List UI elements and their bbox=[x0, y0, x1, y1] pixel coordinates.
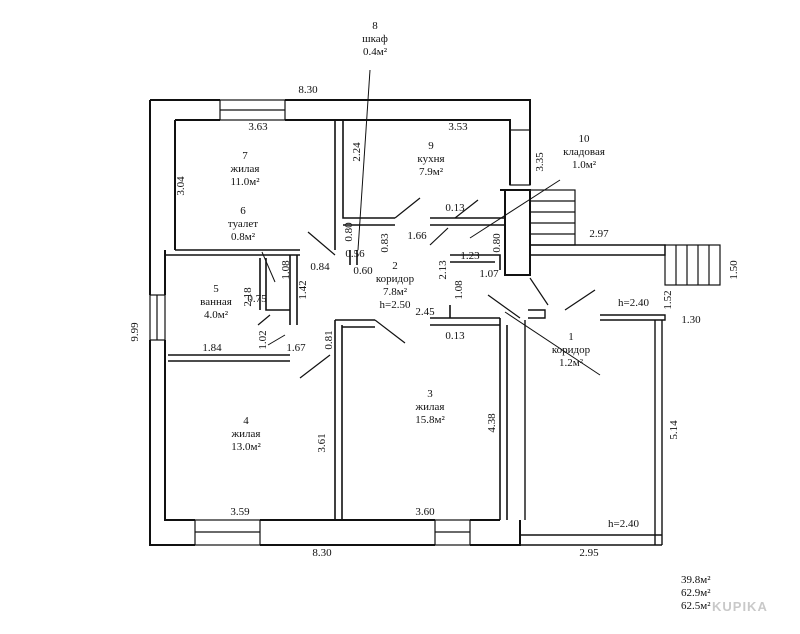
room-4-area: 13.0м² bbox=[231, 441, 261, 453]
room-1-num: 1 bbox=[568, 331, 574, 343]
room-4-num: 4 bbox=[243, 415, 249, 427]
room-10-num: 10 bbox=[578, 133, 590, 145]
dim-0-81: 0.81 bbox=[323, 330, 335, 350]
room-7-area: 11.0м² bbox=[230, 176, 260, 188]
dim-1-30: 1.30 bbox=[681, 314, 701, 326]
total-living: 39.8м² bbox=[681, 574, 711, 586]
room-10-name: кладовая bbox=[563, 146, 605, 158]
room-4-name: жилая bbox=[231, 428, 261, 440]
room-3-name: жилая bbox=[415, 401, 445, 413]
room-8-area: 0.4м² bbox=[362, 46, 388, 58]
dim-2-13: 2.13 bbox=[437, 260, 449, 280]
dim-0-56: 0.56 bbox=[345, 248, 365, 260]
dim-0-60: 0.60 bbox=[353, 265, 373, 277]
dim-1-66: 1.66 bbox=[407, 230, 427, 242]
dim-1-67: 1.67 bbox=[286, 342, 306, 354]
room-3-label: 3 жилая 15.8м² bbox=[415, 388, 445, 427]
dim-1-84: 1.84 bbox=[202, 342, 222, 354]
dim-4-38: 4.38 bbox=[486, 413, 498, 433]
dim-2-45: 2.45 bbox=[415, 306, 435, 318]
dim-1-23: 1.23 bbox=[460, 250, 480, 262]
room-7-label: 7 жилая 11.0м² bbox=[230, 150, 259, 189]
veranda-height-top: h=2.40 bbox=[618, 297, 649, 309]
room-2-height: h=2.50 bbox=[379, 299, 411, 311]
room-9-num: 9 bbox=[428, 140, 434, 152]
room-2-area: 7.8м² bbox=[382, 286, 407, 298]
dim-room7-width: 3.63 bbox=[248, 121, 268, 133]
dim-1-08-a: 1.08 bbox=[280, 260, 292, 280]
dim-0-75: 0.75 bbox=[247, 293, 267, 305]
dim-1-42: 1.42 bbox=[297, 280, 309, 300]
room-1-label: 1 коридор 1.2м² bbox=[552, 331, 590, 370]
room-2-num: 2 bbox=[392, 260, 398, 272]
dim-0-13-a: 0.13 bbox=[445, 202, 465, 214]
dim-0-80-b: 0.80 bbox=[491, 233, 503, 253]
veranda-height-bottom: h=2.40 bbox=[608, 518, 639, 530]
dim-2-24: 2.24 bbox=[351, 142, 363, 162]
dim-2-95: 2.95 bbox=[579, 547, 599, 559]
room-8-name: шкаф bbox=[362, 33, 388, 45]
room-9-area: 7.9м² bbox=[418, 166, 444, 178]
total-general: 62.9м² bbox=[681, 587, 711, 599]
dim-room7-height: 3.04 bbox=[175, 176, 187, 196]
dim-1-07: 1.07 bbox=[479, 268, 499, 280]
dim-top-total: 8.30 bbox=[298, 84, 318, 96]
room-6-label: 6 туалет 0.8м² bbox=[228, 205, 258, 244]
room-9-name: кухня bbox=[417, 153, 445, 165]
dim-3-60: 3.60 bbox=[415, 506, 435, 518]
room-3-num: 3 bbox=[427, 388, 433, 400]
room-5-area: 4.0м² bbox=[203, 309, 228, 321]
dim-3-35: 3.35 bbox=[534, 152, 546, 172]
dim-0-13-b: 0.13 bbox=[445, 330, 465, 342]
interior-wall bbox=[165, 120, 508, 520]
stairs bbox=[529, 189, 721, 286]
veranda bbox=[520, 244, 666, 546]
room-5-num: 5 bbox=[213, 283, 219, 295]
dim-1-50: 1.50 bbox=[728, 260, 740, 280]
dim-1-08-b: 1.08 bbox=[453, 280, 465, 300]
room-6-num: 6 bbox=[240, 205, 246, 217]
room-10-label: 10 кладовая 1.0м² bbox=[563, 133, 605, 172]
dim-0-83: 0.83 bbox=[379, 233, 391, 253]
leader-line bbox=[261, 69, 601, 376]
dim-0-84: 0.84 bbox=[310, 261, 330, 273]
room-2-name: коридор bbox=[375, 273, 415, 285]
dim-1-02: 1.02 bbox=[257, 330, 269, 350]
total-usable: 62.5м² bbox=[681, 600, 711, 612]
room-6-name: туалет bbox=[227, 218, 259, 230]
room-2-label: 2 коридор 7.8м² h=2.50 bbox=[376, 260, 414, 312]
room-6-area: 0.8м² bbox=[230, 231, 255, 243]
window bbox=[149, 99, 531, 546]
dim-1-52: 1.52 bbox=[662, 290, 674, 310]
room-5-name: ванная bbox=[200, 296, 232, 308]
room-9-label: 9 кухня 7.9м² bbox=[417, 140, 444, 179]
dim-5-14: 5.14 bbox=[668, 420, 680, 440]
room-1-name: коридор bbox=[551, 344, 591, 356]
dim-left-total: 9.99 bbox=[129, 322, 141, 342]
room-7-num: 7 bbox=[242, 150, 248, 162]
outer-wall bbox=[149, 99, 531, 546]
dim-3-61: 3.61 bbox=[316, 433, 328, 453]
room-8-label: 8 шкаф 0.4м² bbox=[362, 20, 388, 59]
dim-room9-width: 3.53 bbox=[448, 121, 468, 133]
dim-0-80-a: 0.80 bbox=[343, 222, 355, 242]
room-4-label: 4 жилая 13.0м² bbox=[231, 415, 261, 454]
area-totals: 39.8м² 62.9м² 62.5м² bbox=[681, 574, 711, 613]
dim-3-59: 3.59 bbox=[230, 506, 250, 518]
room-5-label: 5 ванная 4.0м² bbox=[200, 283, 232, 322]
door-swing bbox=[257, 197, 596, 379]
room-8-num: 8 bbox=[372, 20, 378, 32]
dim-2-18: 2.18 bbox=[242, 287, 254, 307]
room-3-area: 15.8м² bbox=[415, 414, 445, 426]
dim-2-97: 2.97 bbox=[589, 228, 609, 240]
room-10-area: 1.0м² bbox=[571, 159, 596, 171]
dim-bottom-total: 8.30 bbox=[312, 547, 332, 559]
room-7-name: жилая bbox=[230, 163, 260, 175]
room-1-area: 1.2м² bbox=[558, 357, 583, 369]
watermark-logo: KUPIKA bbox=[712, 599, 768, 614]
